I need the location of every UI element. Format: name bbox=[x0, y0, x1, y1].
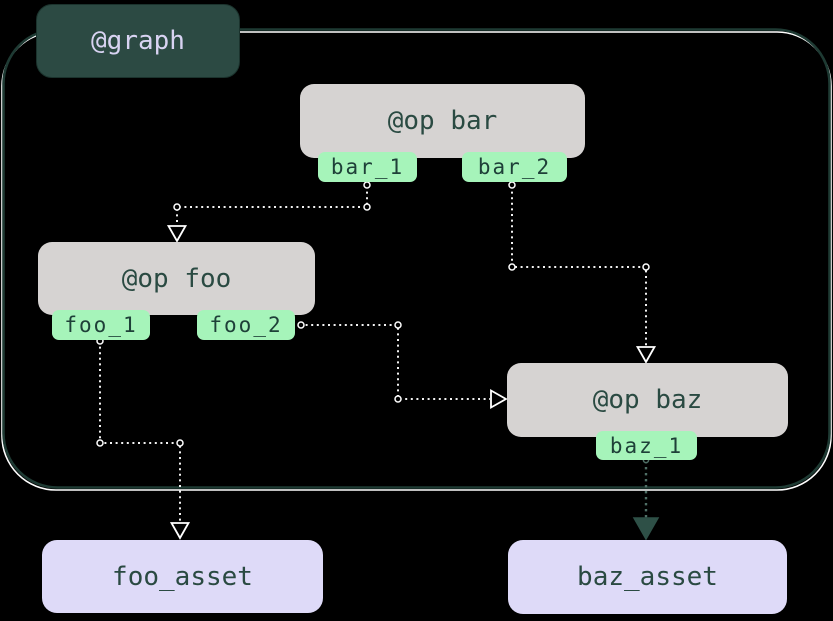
arrowhead-baz-top-in bbox=[635, 346, 657, 364]
output-tag-baz-1[interactable]: baz_1 bbox=[596, 431, 697, 460]
output-tag-bar-2-label: bar_2 bbox=[477, 155, 552, 179]
asset-baz-label: baz_asset bbox=[577, 562, 718, 592]
asset-node-baz-asset[interactable]: baz_asset bbox=[508, 540, 787, 614]
output-tag-foo-1[interactable]: foo_1 bbox=[52, 310, 150, 340]
asset-node-foo-asset[interactable]: foo_asset bbox=[42, 540, 323, 613]
output-tag-foo-1-label: foo_1 bbox=[64, 313, 138, 337]
op-foo-label: @op foo bbox=[121, 263, 232, 294]
arrowhead-baz-asset-in bbox=[632, 517, 660, 541]
output-tag-bar-2[interactable]: bar_2 bbox=[462, 152, 567, 182]
graph-node-badge[interactable]: @graph bbox=[36, 4, 240, 78]
arrowhead-baz-left-in bbox=[490, 388, 508, 410]
output-tag-bar-1-label: bar_1 bbox=[330, 155, 405, 179]
op-node-baz[interactable]: @op baz bbox=[507, 363, 788, 437]
arrowhead-foo-in bbox=[166, 225, 188, 243]
edge-bar2-to-baz bbox=[511, 186, 647, 348]
output-tag-foo-2[interactable]: foo_2 bbox=[197, 310, 295, 340]
edge-foo1-to-foo-asset bbox=[99, 341, 181, 523]
op-node-bar[interactable]: @op bar bbox=[300, 84, 585, 158]
edge-joints bbox=[96, 181, 650, 447]
output-tag-foo-2-label: foo_2 bbox=[209, 313, 283, 337]
graph-node-label: @graph bbox=[91, 26, 185, 56]
graph-boundary bbox=[2, 28, 831, 489]
output-tag-baz-1-label: baz_1 bbox=[609, 433, 684, 458]
op-baz-label: @op baz bbox=[592, 385, 703, 415]
arrowhead-foo-asset-in bbox=[169, 522, 191, 540]
asset-foo-label: foo_asset bbox=[112, 561, 253, 592]
output-tag-bar-1[interactable]: bar_1 bbox=[318, 152, 417, 182]
graph-boundary-highlight bbox=[1, 31, 832, 491]
op-bar-label: @op bar bbox=[387, 106, 498, 136]
edge-bar1-to-foo bbox=[176, 186, 368, 226]
edge-foo2-to-baz bbox=[300, 324, 490, 400]
op-node-foo[interactable]: @op foo bbox=[38, 242, 315, 315]
